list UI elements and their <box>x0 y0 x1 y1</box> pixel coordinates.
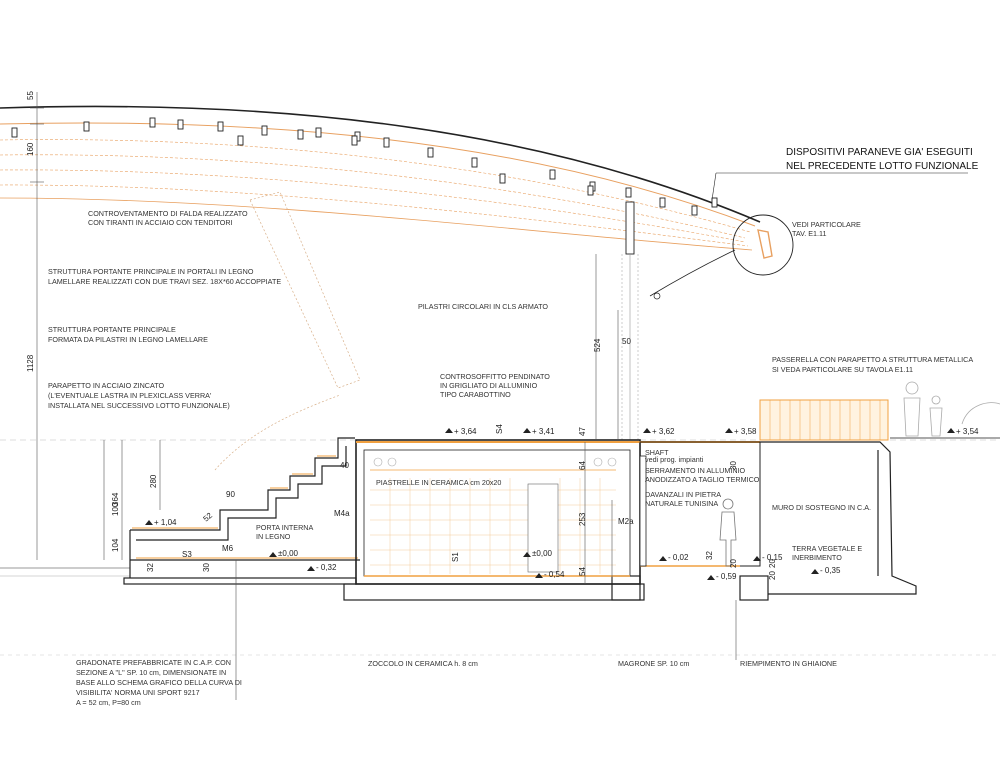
dim-20b: 20 <box>768 571 777 580</box>
label-pilastri: PILASTRI CIRCOLARI IN CLS ARMATO <box>418 302 548 311</box>
dim-364: 364 <box>111 492 120 506</box>
label-controventamento-1: CONTROVENTAMENTO DI FALDA REALIZZATO <box>88 209 248 218</box>
walkway-railing <box>759 381 1000 441</box>
retaining-wall <box>760 441 917 595</box>
label-porta-1: PORTA INTERNA <box>256 523 313 532</box>
dim-64: 64 <box>578 461 587 470</box>
label-serramento-1: SERRAMENTO IN ALLUMINIO <box>645 466 746 475</box>
label-vedi-2: TAV. E1.11 <box>792 229 827 238</box>
person-figure <box>719 498 737 567</box>
label-dispositivi-2: NEL PRECEDENTE LOTTO FUNZIONALE <box>786 161 979 172</box>
label-gradonate-4: VISIBILITA' NORMA UNI SPORT 9217 <box>76 688 200 697</box>
dim-253: 253 <box>578 512 587 526</box>
level-002: - 0,02 <box>668 553 689 562</box>
level-054: - 0,54 <box>544 570 565 579</box>
dim-1128: 1128 <box>26 354 35 372</box>
label-struttura2-1: STRUTTURA PORTANTE PRINCIPALE <box>48 325 176 334</box>
label-dispositivi-1: DISPOSITIVI PARANEVE GIA' ESEGUITI <box>786 147 973 158</box>
tag-s4: S4 <box>495 424 504 434</box>
level-000a: ±0,00 <box>278 549 299 558</box>
dim-20: 20 <box>729 559 738 568</box>
label-riempimento: RIEMPIMENTO IN GHIAIONE <box>740 659 837 668</box>
tag-m4a: M4a <box>334 509 350 518</box>
level-markers: + 3,64 + 3,41 + 3,62 + 3,58 + 3,54 + 1,0… <box>154 427 979 581</box>
dim-104: 104 <box>111 538 120 552</box>
label-passerella-1: PASSERELLA CON PARAPETTO A STRUTTURA MET… <box>772 355 973 364</box>
label-magrone: MAGRONE SP. 10 cm <box>618 659 689 668</box>
label-terra-2: INERBIMENTO <box>792 553 842 562</box>
label-davanzali-2: NATURALE TUNISINA <box>645 499 718 508</box>
annotations: DISPOSITIVI PARANEVE GIA' ESEGUITI NEL P… <box>48 147 979 707</box>
level-104: + 1,04 <box>154 518 177 527</box>
label-controsoffitto-2: IN GRIGLIATO DI ALLUMINIO <box>440 381 538 390</box>
label-davanzali-1: DAVANZALI IN PIETRA <box>645 490 721 499</box>
dim-100: 100 <box>111 502 120 516</box>
dim-47: 47 <box>578 427 587 436</box>
level-354: + 3,54 <box>956 427 979 436</box>
label-gradonate-5: A = 52 cm, P=80 cm <box>76 698 141 707</box>
label-vedi-1: VEDI PARTICOLARE <box>792 220 861 229</box>
dim-40: 40 <box>340 461 349 470</box>
label-struttura-1: STRUTTURA PORTANTE PRINCIPALE IN PORTALI… <box>48 267 254 276</box>
level-341: + 3,41 <box>532 427 555 436</box>
dim-52: 52 <box>202 511 215 524</box>
dim-30: 30 <box>202 563 211 572</box>
dim-30b: 30 <box>729 461 738 470</box>
label-serramento-2: ANODIZZATO A TAGLIO TERMICO <box>645 475 760 484</box>
dim-55: 55 <box>26 91 35 100</box>
element-tags: S4 S3 S1 M6 M4a M2a <box>182 424 634 562</box>
tag-m2a: M2a <box>618 517 634 526</box>
label-parapetto-2: (L'EVENTUALE LASTRA IN PLEXICLASS VERRA' <box>48 391 212 400</box>
tag-s3: S3 <box>182 550 192 559</box>
label-controventamento-2: CON TIRANTI IN ACCIAIO CON TENDITORI <box>88 218 233 227</box>
label-passerella-2: SI VEDA PARTICOLARE SU TAVOLA E1.11 <box>772 365 913 374</box>
label-porta-2: IN LEGNO <box>256 532 291 541</box>
people-silhouettes <box>903 381 1000 437</box>
dim-280: 280 <box>149 474 158 488</box>
label-struttura-2: LAMELLARE REALIZZATI CON DUE TRAVI SEZ. … <box>48 277 281 286</box>
label-shaft-1: SHAFT <box>645 448 669 457</box>
level-358: + 3,58 <box>734 427 757 436</box>
level-015: - 0,15 <box>762 553 783 562</box>
level-032: - 0,32 <box>316 563 337 572</box>
tag-s1: S1 <box>451 552 460 562</box>
dim-50: 50 <box>622 337 631 346</box>
level-059: - 0,59 <box>716 572 737 581</box>
label-terra-1: TERRA VEGETALE E <box>792 544 862 553</box>
dim-20c: 20 <box>768 559 777 568</box>
dim-32b: 32 <box>705 551 714 560</box>
room-section <box>355 439 761 585</box>
level-035: - 0,35 <box>820 566 841 575</box>
dim-160: 160 <box>26 142 35 156</box>
level-364: + 3,64 <box>454 427 477 436</box>
label-parapetto-1: PARAPETTO IN ACCIAIO ZINCATO <box>48 381 164 390</box>
label-controsoffitto-3: TIPO CARABOTTINO <box>440 390 511 399</box>
dimension-values: 55 160 1128 524 50 364 280 100 104 90 52… <box>26 91 777 580</box>
label-gradonate-3: BASE ALLO SCHEMA GRAFICO DELLA CURVA DI <box>76 678 242 687</box>
roof-structure <box>0 105 968 471</box>
label-controsoffitto-1: CONTROSOFFITTO PENDINATO <box>440 372 550 381</box>
label-zoccolo: ZOCCOLO IN CERAMICA h. 8 cm <box>368 659 478 668</box>
label-struttura2-2: FORMATA DA PILASTRI IN LEGNO LAMELLARE <box>48 335 208 344</box>
label-muro: MURO DI SOSTEGNO IN C.A. <box>772 503 871 512</box>
dim-90: 90 <box>226 490 235 499</box>
label-gradonate-1: GRADONATE PREFABBRICATE IN C.A.P. CON <box>76 658 231 667</box>
label-gradonate-2: SEZIONE A "L" SP. 10 cm, DIMENSIONATE IN <box>76 668 226 677</box>
dim-524: 524 <box>593 338 602 352</box>
dimension-lines <box>30 92 737 700</box>
dim-54: 54 <box>578 567 587 576</box>
label-piastrelle: PIASTRELLE IN CERAMICA cm 20x20 <box>376 478 501 487</box>
dim-32: 32 <box>146 563 155 572</box>
level-000b: ±0,00 <box>532 549 553 558</box>
level-362: + 3,62 <box>652 427 675 436</box>
label-shaft-2: vedi prog. impianti <box>645 455 704 464</box>
level-triangles <box>145 428 955 580</box>
label-parapetto-3: INSTALLATA NEL SUCCESSIVO LOTTO FUNZIONA… <box>48 401 230 410</box>
tag-m6: M6 <box>222 544 234 553</box>
